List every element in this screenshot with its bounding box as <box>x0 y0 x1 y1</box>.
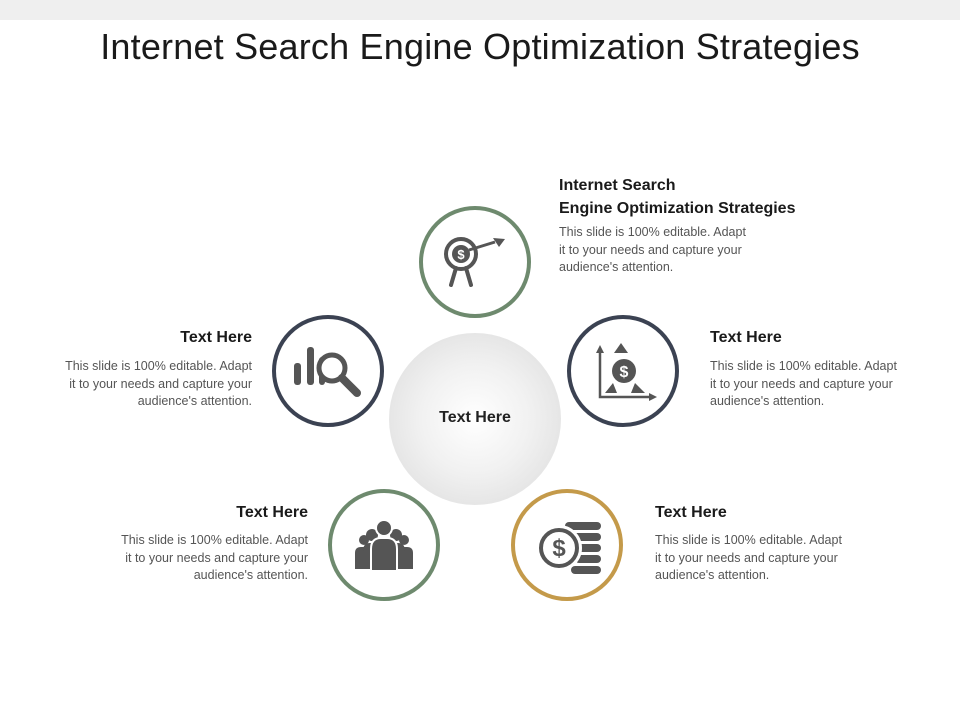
item-description: This slide is 100% editable. Adapt it to… <box>559 225 746 274</box>
team-people-icon <box>355 519 413 572</box>
item-description: This slide is 100% editable. Adapt it to… <box>121 533 308 582</box>
node-target: $ <box>419 206 531 318</box>
center-circle <box>389 333 561 505</box>
node-growth: $ <box>567 315 679 427</box>
top-bar <box>0 0 960 20</box>
item-heading: Text Here <box>236 504 308 521</box>
center-label: Text Here <box>439 409 511 426</box>
item-description: This slide is 100% editable. Adapt it to… <box>65 359 252 408</box>
item-heading: Text Here <box>710 329 782 346</box>
dollar-coins-icon: $ <box>536 522 601 574</box>
item-heading: Internet Search Engine Optimization Stra… <box>559 177 796 217</box>
node-team <box>328 489 440 601</box>
svg-text:$: $ <box>620 364 629 381</box>
item-heading: Text Here <box>655 504 727 521</box>
item-description: This slide is 100% editable. Adapt it to… <box>655 533 842 582</box>
dollar-growth-chart-icon: $ <box>596 343 657 401</box>
item-heading: Text Here <box>180 329 252 346</box>
item-description: This slide is 100% editable. Adapt it to… <box>710 359 897 408</box>
slide-title: Internet Search Engine Optimization Stra… <box>100 26 860 67</box>
node-coins: $ <box>511 489 623 601</box>
target-dollar-arrow-icon: $ <box>444 237 505 287</box>
node-analytics <box>272 315 384 427</box>
bar-chart-magnifier-icon <box>294 347 361 397</box>
svg-text:$: $ <box>457 247 465 262</box>
svg-text:$: $ <box>552 535 566 562</box>
